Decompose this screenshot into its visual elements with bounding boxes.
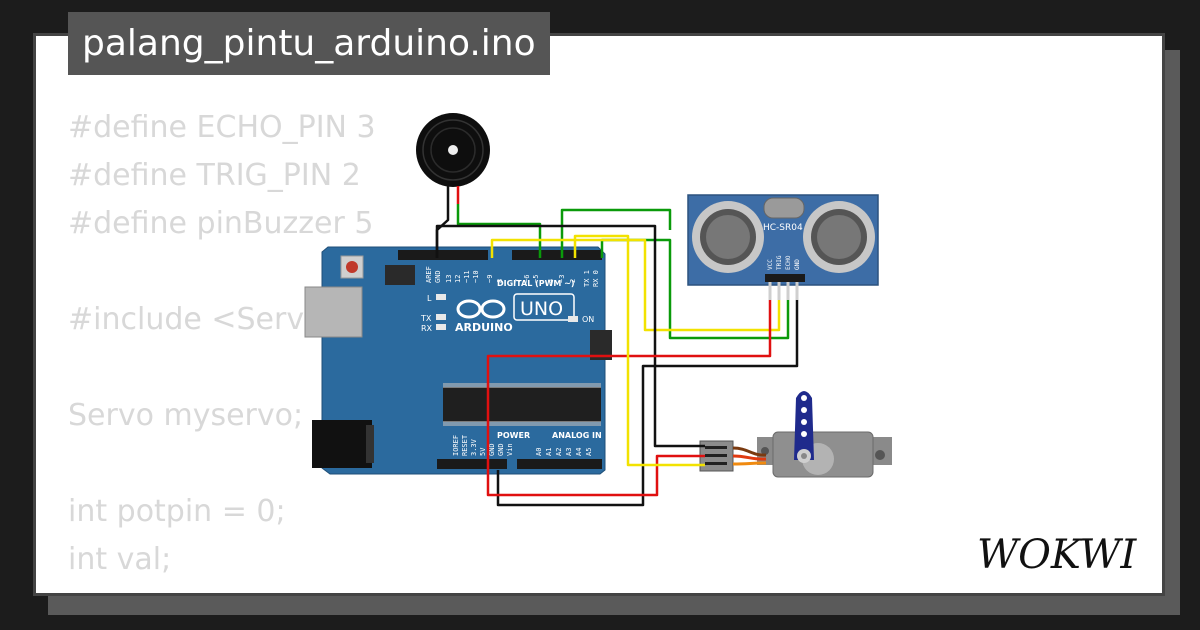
servo-motor <box>699 391 892 478</box>
sensor-transducer-right <box>803 201 875 273</box>
atmega-chip <box>443 383 601 426</box>
pin-label: 13 <box>445 275 453 283</box>
pin-label: 4 <box>547 279 555 283</box>
pin-label: A1 <box>545 448 553 456</box>
pin-label: A4 <box>575 448 583 456</box>
pin-label: AREF <box>425 266 433 283</box>
power-label: POWER <box>497 431 530 440</box>
wire-green <box>560 208 672 258</box>
sensor-transducer-left <box>692 201 764 273</box>
pin-label: TX 1 <box>583 270 591 287</box>
wokwi-logo: WOKWI <box>977 532 1137 576</box>
pin-label: 2 <box>569 279 577 283</box>
sensor-pin-label: VCC <box>767 259 774 270</box>
pin-label: A2 <box>555 448 563 456</box>
pin-label: 7 <box>514 279 522 283</box>
sensor-pin-label: ECHO <box>785 255 792 270</box>
code-preview: #define ECHO_PIN 3 #define TRIG_PIN 2 #d… <box>68 104 376 584</box>
pin-label: A0 <box>535 448 543 456</box>
digital-header <box>398 250 488 260</box>
wires <box>435 204 799 507</box>
usb-port <box>304 286 363 338</box>
power-header <box>437 459 507 469</box>
pin-label: ~11 <box>463 270 471 283</box>
board-model: UNO <box>520 298 563 320</box>
arduino-logo-icon <box>456 299 506 319</box>
code-line: #define ECHO_PIN 3 <box>68 110 376 145</box>
pin-label: A5 <box>585 448 593 456</box>
pin-label: 12 <box>454 275 462 283</box>
code-line: #define pinBuzzer 5 <box>68 206 374 241</box>
wire-green <box>600 238 790 340</box>
on-label: ON <box>582 315 594 324</box>
pin-label: RX 0 <box>592 270 600 287</box>
pin-label: ~9 <box>486 275 494 283</box>
digital-label: DIGITAL (PWM ~) <box>497 279 575 288</box>
servo-horn-icon <box>794 391 814 463</box>
code-line: #define TRIG_PIN 2 <box>68 158 361 193</box>
file-title: palang_pintu_arduino.ino <box>68 12 550 75</box>
pin-label: ~10 <box>472 270 480 283</box>
pin-label: GND <box>488 443 496 456</box>
wire-black <box>496 300 799 507</box>
sensor-name: HC-SR04 <box>763 223 803 233</box>
board-brand: ARDUINO <box>455 321 513 334</box>
code-line: Servo myservo; <box>68 398 304 433</box>
pin-label: Vin <box>506 443 514 456</box>
sensor-pin-label: TRIG <box>776 255 783 270</box>
led-rx-label: RX <box>421 324 433 333</box>
wire-black <box>435 224 705 448</box>
ultrasonic-sensor: HC-SR04 VCC TRIG ECHO GND <box>687 194 879 300</box>
power-jack <box>312 420 372 468</box>
pin-label: A3 <box>565 448 573 456</box>
wokwi-logo-text: WOKWI <box>977 532 1137 576</box>
pin-label: GND <box>434 270 442 283</box>
wire-red <box>486 300 772 497</box>
icsp-header <box>385 265 612 360</box>
analog-label: ANALOG IN <box>552 431 602 440</box>
pin-label: 8 <box>496 279 504 283</box>
code-line: #include <Servo <box>68 302 323 337</box>
pin-label: RESET <box>461 434 469 456</box>
pin-label: IOREF <box>452 435 460 456</box>
pin-label: 5V <box>479 447 487 456</box>
code-line: int potpin = 0; <box>68 494 286 529</box>
analog-header <box>517 459 602 469</box>
code-line: int val; <box>68 542 172 577</box>
led-l-label: L <box>427 294 432 303</box>
sensor-pin-label: GND <box>794 259 801 270</box>
led-tx-label: TX <box>420 314 432 323</box>
arduino-uno-board: AREF GND 13 12 ~11 ~10 ~9 8 7 ~6 ~5 4 ~3… <box>304 246 612 475</box>
wire-yellow <box>573 234 705 467</box>
pin-label: ~5 <box>532 275 540 283</box>
pin-label: ~3 <box>558 275 566 283</box>
pin-label: GND <box>497 443 505 456</box>
pin-label: ~6 <box>523 275 531 283</box>
wire-yellow <box>490 238 781 332</box>
buzzer <box>416 113 490 204</box>
pin-label: 3.3V <box>470 438 478 456</box>
